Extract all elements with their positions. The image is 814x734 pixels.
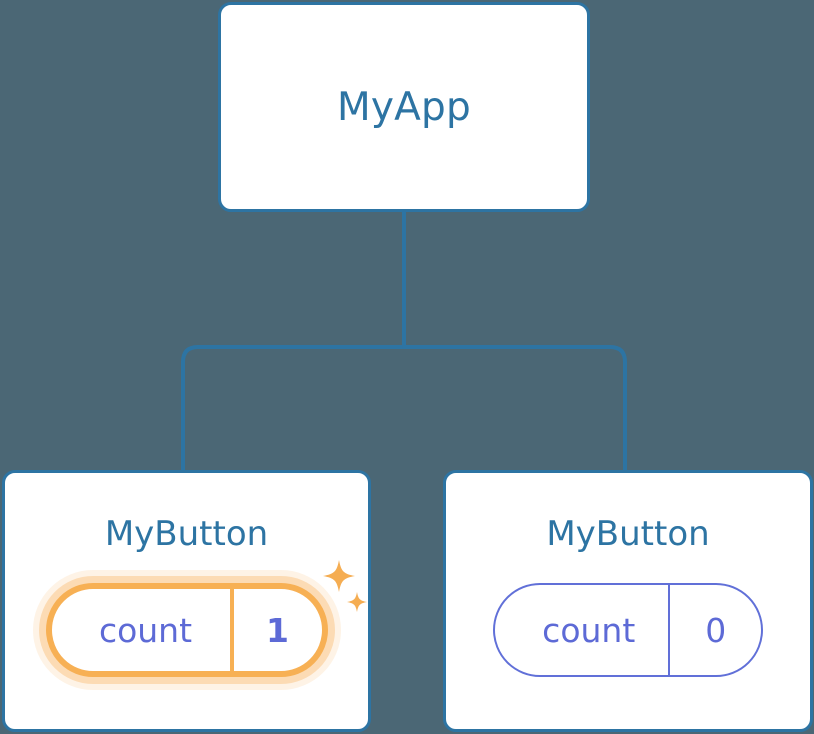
state-key-label: count: [52, 589, 234, 671]
node-mybutton-left[interactable]: MyButton count 1: [2, 470, 371, 732]
node-myapp-label: MyApp: [337, 84, 471, 130]
node-mybutton-right-label: MyButton: [546, 514, 710, 554]
node-myapp[interactable]: MyApp: [218, 2, 590, 212]
state-key-label: count: [495, 585, 671, 675]
state-pill-count-initial[interactable]: count 0: [493, 583, 763, 677]
state-pill-wrap-left: count 1: [5, 583, 368, 677]
state-value-label: 0: [705, 610, 727, 650]
state-value-label: 1: [266, 610, 289, 650]
state-pill-wrap-right: count 0: [446, 583, 810, 677]
edge-branch-left: [181, 345, 406, 474]
node-mybutton-left-label: MyButton: [104, 514, 269, 554]
state-pill-count-updated[interactable]: count 1: [45, 583, 328, 677]
edge-branch-right: [402, 345, 627, 474]
node-mybutton-right[interactable]: MyButton count 0: [443, 470, 813, 732]
